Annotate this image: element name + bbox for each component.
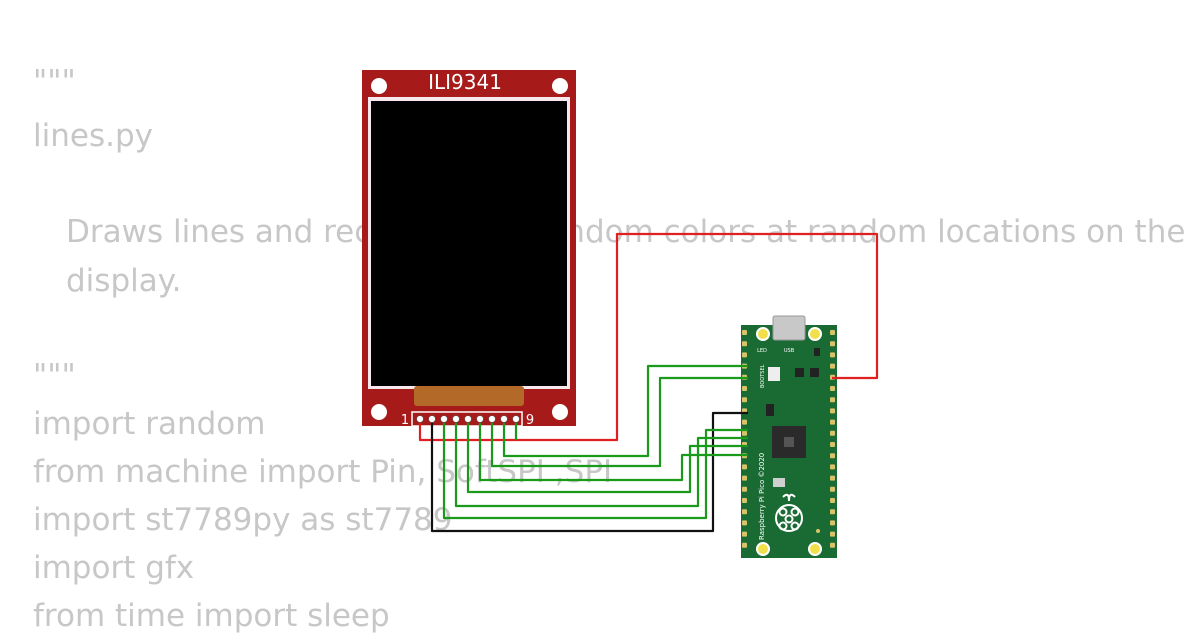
gpio-pad[interactable] xyxy=(742,341,747,347)
mount-hole-icon xyxy=(756,327,770,341)
gpio-pad[interactable] xyxy=(830,397,835,403)
wire-black[interactable] xyxy=(430,411,748,533)
gpio-pad[interactable] xyxy=(742,352,747,358)
gpio-pad[interactable] xyxy=(830,363,835,369)
display-ribbon xyxy=(414,386,524,406)
mount-hole-icon xyxy=(552,78,568,94)
code-line: """ xyxy=(33,64,76,100)
gpio-pad[interactable] xyxy=(830,341,835,347)
pin[interactable] xyxy=(428,415,436,423)
gpio-pad[interactable] xyxy=(742,520,747,526)
gpio-pad[interactable] xyxy=(830,430,835,436)
pin[interactable] xyxy=(440,415,448,423)
chip-mark xyxy=(784,437,794,447)
gpio-pad[interactable] xyxy=(830,520,835,526)
gpio-pad[interactable] xyxy=(830,475,835,481)
usb-connector-icon xyxy=(772,315,806,341)
gpio-pad[interactable] xyxy=(742,475,747,481)
pin[interactable] xyxy=(500,415,508,423)
raspberry-logo-icon xyxy=(775,493,803,532)
mount-hole-icon xyxy=(808,542,822,556)
display-screen xyxy=(371,101,567,386)
gpio-pad[interactable] xyxy=(830,542,835,548)
chip-icon xyxy=(810,368,819,377)
gpio-pad[interactable] xyxy=(830,531,835,537)
mount-hole-icon xyxy=(371,404,387,420)
chip-icon xyxy=(814,348,820,356)
gpio-pad[interactable] xyxy=(830,352,835,358)
wire-green[interactable] xyxy=(442,423,748,520)
pico-silk-label: Raspberry Pi Pico ©2020 xyxy=(758,453,766,540)
gpio-pad[interactable] xyxy=(830,408,835,414)
gpio-pad[interactable] xyxy=(830,486,835,492)
gpio-pad[interactable] xyxy=(742,464,747,470)
gpio-pad[interactable] xyxy=(742,419,747,425)
gpio-pad[interactable] xyxy=(742,498,747,503)
bootsel-label: BOOTSEL xyxy=(760,364,766,388)
usb-label: USB xyxy=(784,348,795,354)
bootsel-button[interactable] xyxy=(768,367,780,381)
code-line: display. xyxy=(66,263,182,299)
wire-red[interactable] xyxy=(418,232,879,442)
pin[interactable] xyxy=(464,415,472,423)
gpio-pad[interactable] xyxy=(742,531,747,537)
gpio-pad[interactable] xyxy=(742,330,747,335)
led-label: LED xyxy=(757,348,767,354)
gpio-pad[interactable] xyxy=(742,542,747,548)
wire-green[interactable] xyxy=(502,364,748,458)
gpio-pad[interactable] xyxy=(830,464,835,470)
gpio-pad[interactable] xyxy=(742,430,747,436)
pad-icon xyxy=(816,529,820,533)
mount-hole-icon xyxy=(552,404,568,420)
gpio-pad[interactable] xyxy=(742,386,747,391)
pin[interactable] xyxy=(476,415,484,423)
gpio-pad[interactable] xyxy=(830,330,835,335)
ili9341-display-module[interactable]: ILI9341 1 9 xyxy=(362,70,576,428)
component-icon xyxy=(773,478,785,487)
display-label: ILI9341 xyxy=(428,70,502,94)
pin[interactable] xyxy=(512,415,520,423)
gpio-pad[interactable] xyxy=(830,453,835,459)
code-line: """ xyxy=(33,358,76,394)
code-line: lines.py xyxy=(33,118,153,154)
gpio-pad[interactable] xyxy=(742,397,747,403)
pin[interactable] xyxy=(452,415,460,423)
wire-green[interactable] xyxy=(478,423,748,482)
pin[interactable] xyxy=(488,415,496,423)
gpio-pad[interactable] xyxy=(830,498,835,503)
wire-green[interactable] xyxy=(490,376,748,468)
chip-icon xyxy=(766,404,774,416)
wire-green[interactable] xyxy=(466,423,748,494)
gpio-pad[interactable] xyxy=(830,419,835,425)
code-line: import gfx xyxy=(33,550,195,586)
pin[interactable] xyxy=(416,415,424,423)
mount-hole-icon xyxy=(756,542,770,556)
code-line: from machine import Pin, SoftSPI ,SPI xyxy=(33,454,613,490)
gpio-pad[interactable] xyxy=(742,509,747,515)
gpio-pad[interactable] xyxy=(830,386,835,391)
mount-hole-icon xyxy=(371,78,387,94)
code-line: import random xyxy=(33,406,266,442)
pin-last-label: 9 xyxy=(526,413,534,428)
wire-green[interactable] xyxy=(454,423,748,508)
wires xyxy=(418,232,879,533)
pin-first-label: 1 xyxy=(401,413,409,428)
mount-hole-icon xyxy=(808,327,822,341)
raspberry-pi-pico[interactable]: LED USB BOOTSEL Raspberry Pi Pico ©2020 xyxy=(741,315,837,558)
chip-icon xyxy=(795,368,804,377)
gpio-pad[interactable] xyxy=(830,509,835,515)
code-line: from time import sleep xyxy=(33,598,390,634)
gpio-pad[interactable] xyxy=(830,442,835,447)
gpio-pad[interactable] xyxy=(742,486,747,492)
